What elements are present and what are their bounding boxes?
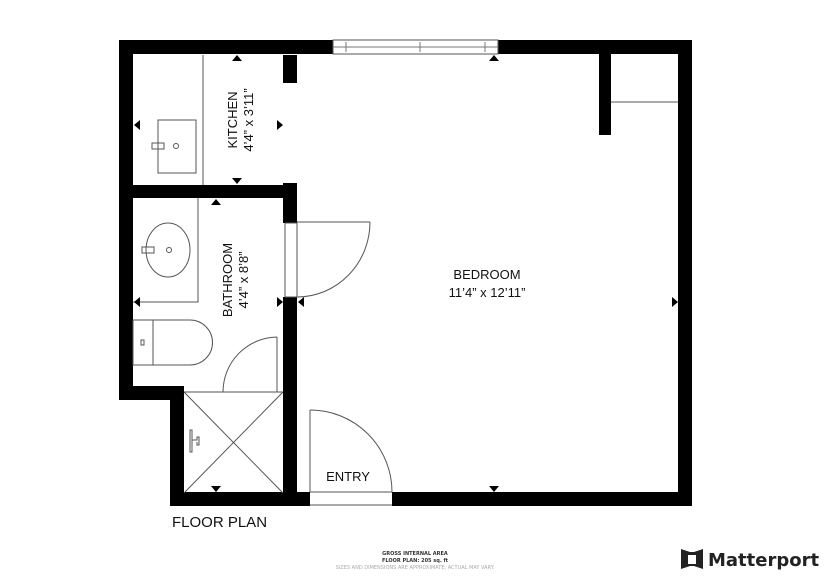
bathroom-door [184,336,283,393]
gross-area-label: GROSS INTERNAL AREA [382,551,448,557]
entry-label: ENTRY [326,469,370,484]
matterport-logo-icon [681,549,703,569]
dimension-arrows [134,55,678,492]
brand-name: Matterport [708,550,819,571]
bathroom-sink [141,222,191,278]
window [332,39,499,55]
floor-plan-label: FLOOR PLAN [172,514,267,531]
toilet [132,319,213,366]
bedroom-dims: 11’4” x 12’11” [449,285,526,300]
bathroom-label: BATHROOM [220,243,235,317]
walls [119,40,692,506]
bathroom-dims: 4’4” x 8’8” [236,251,251,308]
entry-door [309,409,393,506]
bathroom-vanity [133,198,199,303]
floor-area: FLOOR PLAN: 205 sq. ft [382,558,449,564]
disclaimer: SIZES AND DIMENSIONS ARE APPROXIMATE, AC… [336,565,495,571]
shower [183,391,284,494]
kitchen-dims: 4’4” x 3’11” [241,88,256,151]
kitchen-sink [151,119,197,174]
kitchen-label: KITCHEN [225,91,240,148]
bedroom-label: BEDROOM [453,267,520,282]
bedroom-door [284,221,371,298]
